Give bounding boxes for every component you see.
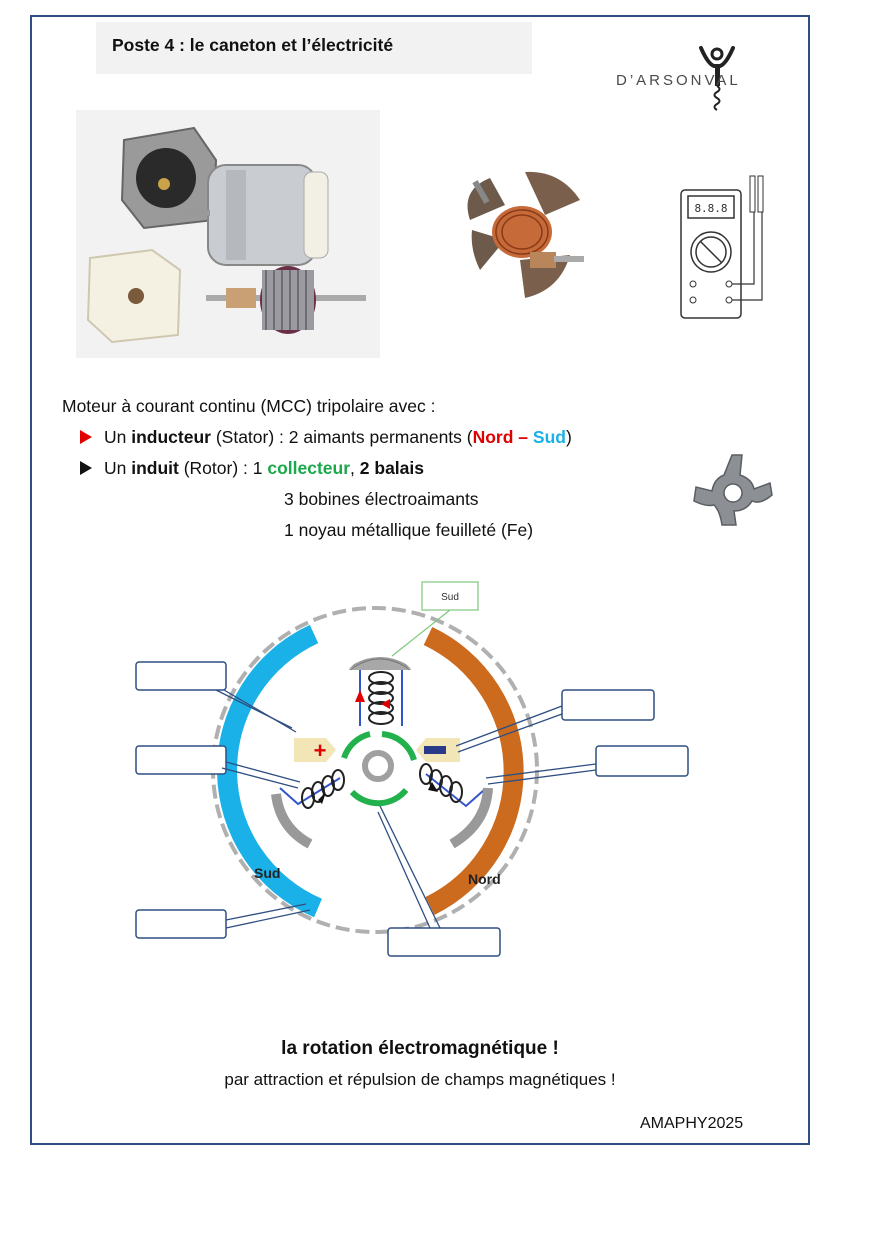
blank-label-box-5[interactable] xyxy=(561,689,655,721)
footer-credit: AMAPHY2025 xyxy=(640,1115,744,1132)
label-sud: Sud xyxy=(254,865,280,881)
stator-magnet-nord xyxy=(423,626,524,915)
arrow-bullet-icon xyxy=(80,461,92,475)
sud-label: Sud xyxy=(532,427,566,447)
bullet1-text-c: (Stator) : 2 aimants permanents ( xyxy=(210,427,473,447)
callout-sud-text: Sud xyxy=(441,592,459,603)
bullet1-text-a: Un xyxy=(104,427,132,447)
comma: , xyxy=(350,458,360,478)
arrow-bullet-icon xyxy=(80,430,92,444)
bullet-inducteur: Un inducteur (Stator) : 2 aimants perman… xyxy=(80,422,572,453)
bobines-line: 3 bobines électroaimants xyxy=(284,484,479,515)
bullet2-text-a: Un xyxy=(104,458,132,478)
darsonval-logo: D’ARSONVAL xyxy=(616,36,766,126)
conclusion-subtitle: par attraction et répulsion de champs ma… xyxy=(224,1070,616,1089)
bullet-induit: Un induit (Rotor) : 1 collecteur, 2 bala… xyxy=(80,453,424,484)
collecteur-label: collecteur xyxy=(267,458,351,478)
brush-left xyxy=(294,738,336,762)
blank-label-box-4[interactable] xyxy=(387,927,501,957)
logo-text: D’ARSONVAL xyxy=(616,72,741,89)
corkscrew-icon xyxy=(699,46,735,111)
stator-magnet-sud xyxy=(217,624,322,918)
label-nord: Nord xyxy=(468,871,501,887)
title-box: Poste 4 : le caneton et l’électricité xyxy=(96,22,532,74)
svg-text:8.8.8: 8.8.8 xyxy=(694,202,727,215)
motor-diagram: Sud xyxy=(130,578,700,968)
rotor-shaft xyxy=(362,750,394,782)
intro-line: Moteur à courant continu (MCC) tripolair… xyxy=(62,391,435,422)
multimeter-icon: 8.8.8 xyxy=(678,172,768,322)
plus-sign: + xyxy=(314,738,327,763)
blank-label-box-3[interactable] xyxy=(135,909,227,939)
intro-text: Moteur à courant continu (MCC) tripolair… xyxy=(62,396,436,416)
page-frame xyxy=(30,15,810,1145)
noyau-line: 1 noyau métallique feuilleté (Fe) xyxy=(284,515,533,546)
conclusion-title: la rotation électromagnétique ! xyxy=(281,1038,559,1059)
bullet1-text-d: ) xyxy=(565,427,572,447)
noyau-text: 1 noyau métallique feuilleté (Fe) xyxy=(284,520,534,540)
callout-sud-box xyxy=(421,581,479,611)
bullet2-text-c: (Rotor) : 1 xyxy=(178,458,268,478)
motor-photo xyxy=(76,110,380,358)
balais-label: 2 balais xyxy=(359,458,424,478)
inducteur-label: inducteur xyxy=(131,427,211,447)
blank-label-box-1[interactable] xyxy=(135,661,227,691)
blank-label-box-6[interactable] xyxy=(595,745,689,777)
dash: – xyxy=(513,427,533,447)
rotor-photo xyxy=(450,160,600,310)
induit-label: induit xyxy=(131,458,179,478)
iron-core-icon xyxy=(690,445,774,529)
nord-label: Nord xyxy=(472,427,514,447)
bobines-text: 3 bobines électroaimants xyxy=(284,489,479,509)
page-title: Poste 4 : le caneton et l’électricité xyxy=(112,35,394,55)
blank-label-box-2[interactable] xyxy=(135,745,227,775)
